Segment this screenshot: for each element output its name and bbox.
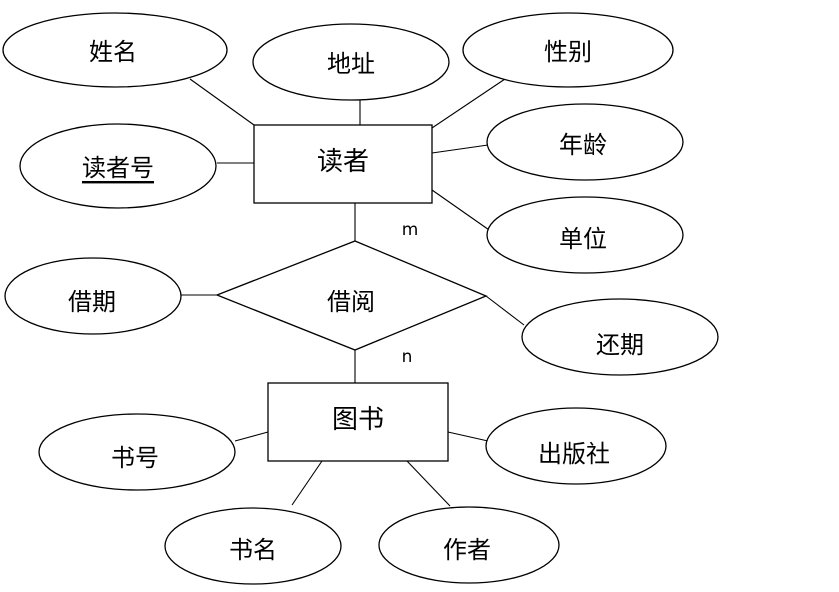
attr-readerid-ellipse	[19, 123, 217, 209]
attr-bookid-label: 书号	[111, 444, 159, 472]
attr-unit-label: 单位	[559, 225, 607, 253]
edge-unit-reader	[431, 189, 493, 233]
entity-book-box	[267, 382, 449, 462]
edge-author-book	[406, 460, 451, 507]
edge-bookid-book	[234, 431, 269, 442]
attr-name-ellipse	[2, 12, 228, 88]
cardinality-n: n	[402, 347, 413, 367]
entity-book-label: 图书	[332, 405, 384, 435]
attr-borrowdate-label: 借期	[68, 288, 116, 316]
attr-title-label: 书名	[229, 536, 277, 564]
attr-age-ellipse	[486, 103, 684, 181]
attr-readerid-label: 读者号	[82, 154, 154, 182]
attr-returndate-ellipse	[521, 298, 719, 376]
attr-author-ellipse	[378, 506, 560, 584]
attr-returndate-label: 还期	[596, 331, 644, 359]
attr-address-label: 地址	[327, 50, 375, 78]
attr-gender-ellipse	[462, 12, 674, 88]
entity-reader-label: 读者	[317, 147, 369, 177]
edge-age-reader	[431, 144, 489, 154]
entity-reader-box	[253, 124, 433, 204]
attr-unit-ellipse	[486, 196, 684, 274]
connectors	[181, 78, 525, 507]
relationship-borrow-diamond	[215, 240, 488, 351]
attr-bookid-ellipse	[38, 413, 236, 491]
attr-publisher-label: 出版社	[538, 440, 610, 468]
attr-name-label: 姓名	[89, 38, 137, 66]
edge-publisher-book	[447, 431, 489, 442]
attr-author-label: 作者	[443, 536, 491, 564]
relationship-borrow-label: 借阅	[327, 288, 375, 316]
attr-gender-label: 性别	[544, 38, 592, 66]
edge-returndate-borrow	[485, 295, 525, 326]
edge-title-book	[291, 460, 323, 506]
attr-address-ellipse	[252, 23, 450, 101]
attr-borrowdate-ellipse	[4, 257, 182, 335]
attr-age-label: 年龄	[559, 131, 607, 159]
edge-name-reader	[189, 78, 255, 126]
edge-gender-reader	[431, 78, 506, 129]
attr-title-ellipse	[164, 507, 342, 585]
cardinality-m: m	[402, 220, 419, 240]
attr-publisher-ellipse	[485, 407, 667, 485]
